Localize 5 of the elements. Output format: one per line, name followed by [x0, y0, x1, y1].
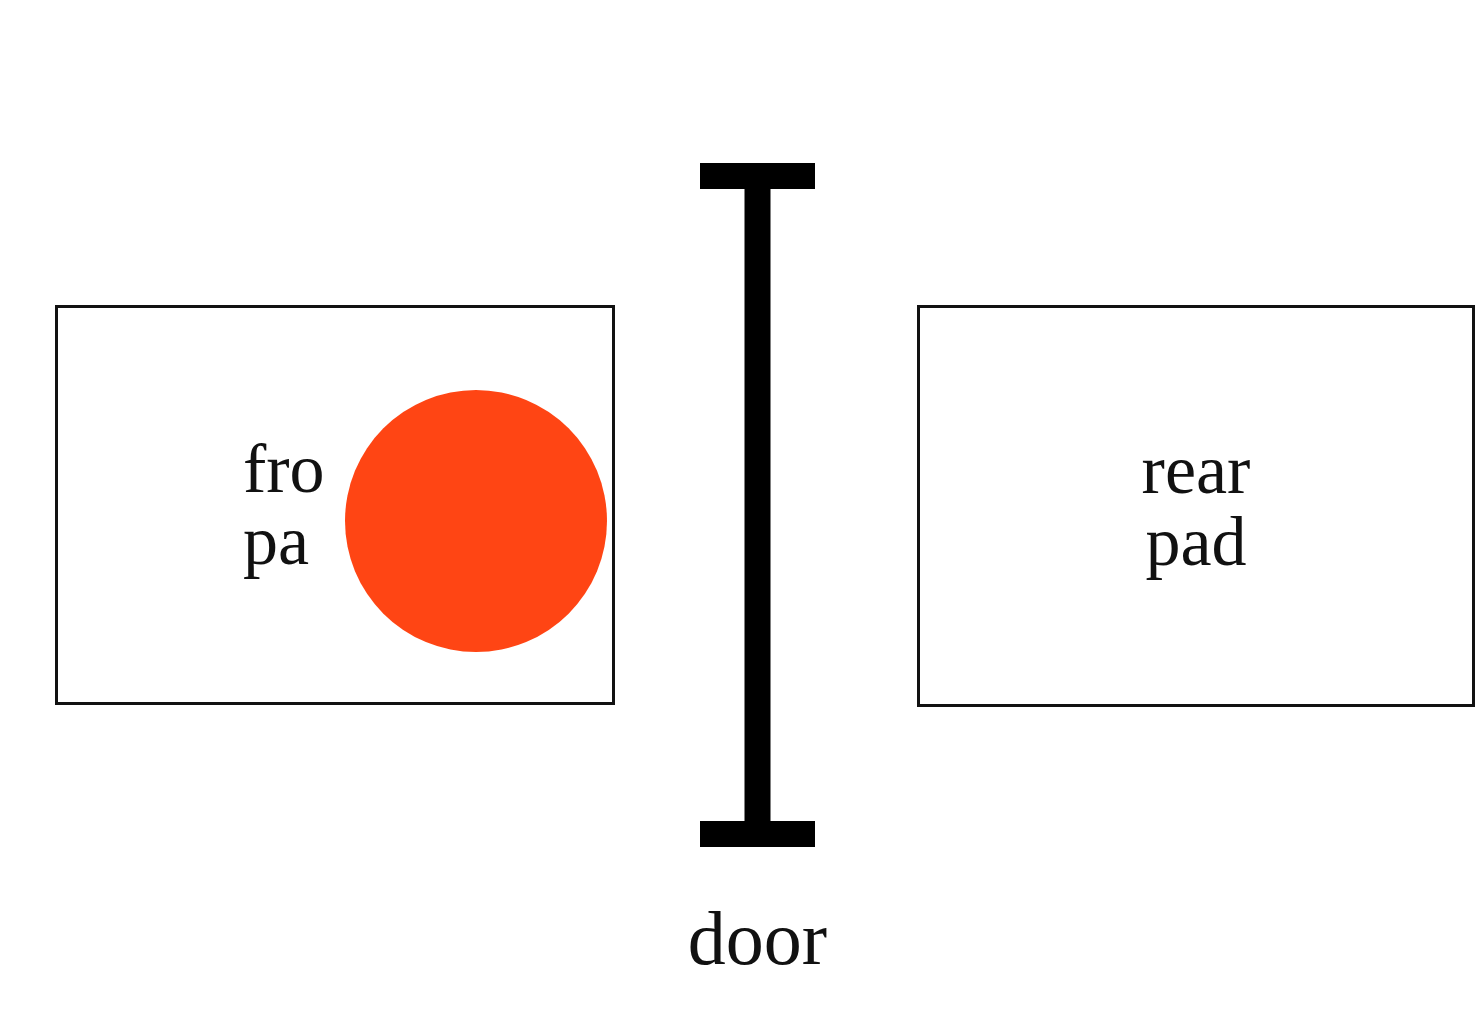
door-label: door — [687, 895, 828, 982]
pad-label: rear pad — [1140, 434, 1252, 578]
pad-box — [55, 305, 615, 705]
pad-label: fro pa — [243, 433, 326, 577]
pad-box — [917, 305, 1475, 707]
